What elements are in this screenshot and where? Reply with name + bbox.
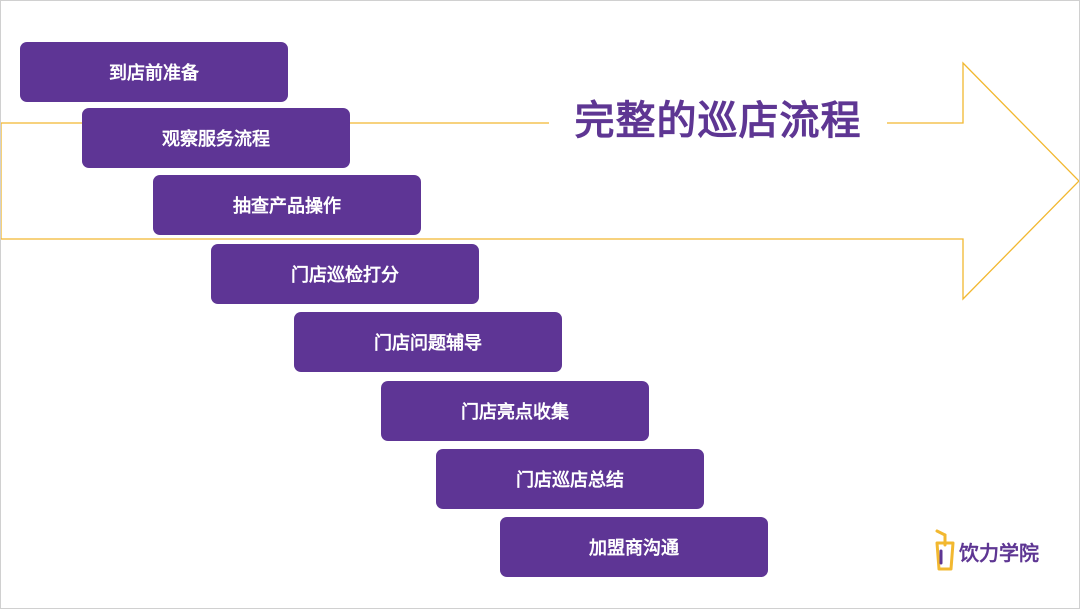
- step-box: 门店巡店总结: [436, 449, 704, 509]
- step-box: 观察服务流程: [82, 108, 350, 168]
- logo-text: 饮力学院: [959, 541, 1039, 565]
- arrow-outline: [1, 61, 1079, 301]
- diagram-title: 完整的巡店流程: [549, 93, 887, 149]
- step-box: 门店亮点收集: [381, 381, 649, 441]
- step-box: 门店问题辅导: [294, 312, 562, 372]
- step-box: 门店巡检打分: [211, 244, 479, 304]
- cup-with-straw-icon: [935, 529, 955, 571]
- brand-logo: 饮力学院: [931, 527, 1051, 575]
- step-box: 到店前准备: [20, 42, 288, 102]
- step-box: 加盟商沟通: [500, 517, 768, 577]
- step-box: 抽查产品操作: [153, 175, 421, 235]
